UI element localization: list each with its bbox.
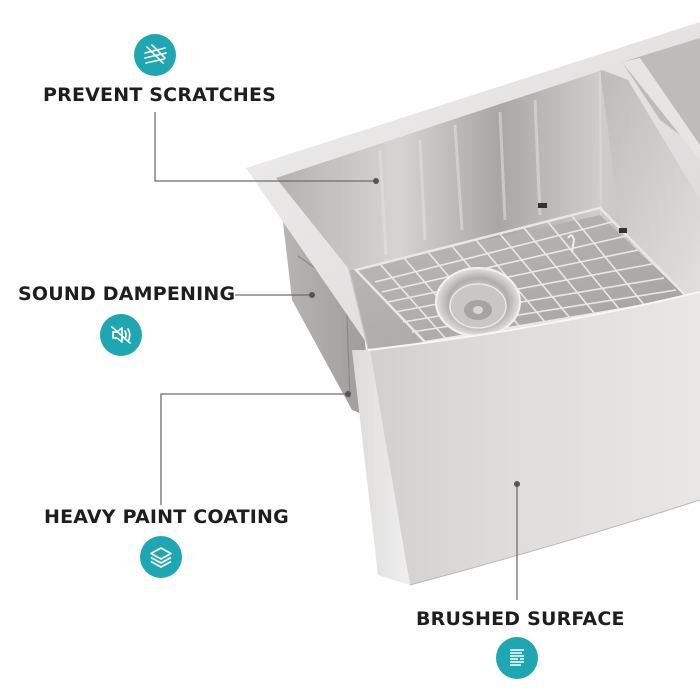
layers-stack-icon — [140, 536, 182, 578]
apron-front — [368, 292, 700, 585]
feature-label-sound-dampening: SOUND DAMPENING — [18, 283, 236, 305]
leader-lines — [154, 112, 518, 600]
feature-label-brushed-surface: BRUSHED SURFACE — [416, 608, 625, 630]
bottom-grid — [353, 206, 691, 344]
basket-strainer — [435, 267, 521, 337]
scratch-lines-icon — [134, 34, 176, 76]
feature-label-prevent-scratches: PREVENT SCRATCHES — [43, 84, 277, 106]
leader-dots — [309, 178, 520, 487]
speaker-muted-icon — [100, 314, 142, 356]
feature-label-heavy-paint-coating: HEAVY PAINT COATING — [44, 506, 289, 528]
brushed-lines-icon — [496, 637, 538, 679]
